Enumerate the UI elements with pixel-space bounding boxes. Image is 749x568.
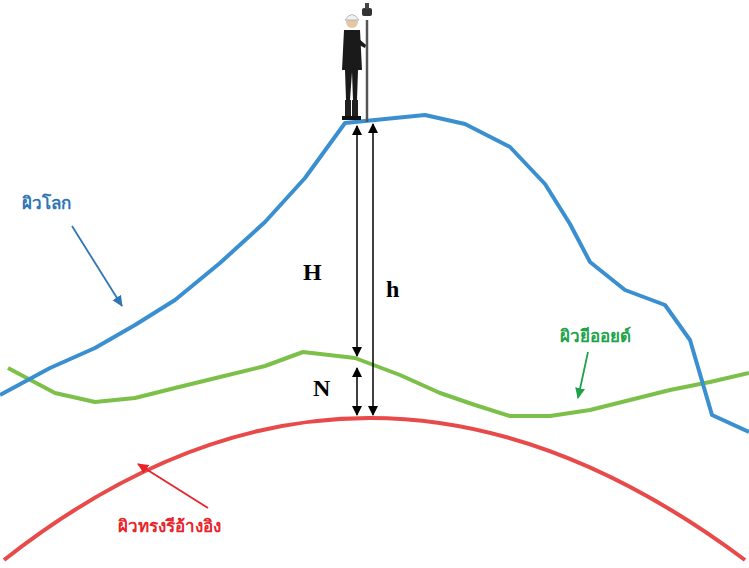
surface-label: ผิวทรงรีอ้างอิง — [118, 516, 221, 536]
ellipsoidal-height-arrow — [372, 124, 374, 415]
leader-arrow — [72, 226, 122, 306]
surface-label: ผิวยีออยด์ — [560, 326, 631, 346]
leader-arrow — [578, 352, 588, 398]
geoid-curve — [8, 352, 749, 416]
geoid-undulation-arrow — [356, 368, 358, 415]
height-symbol: N — [313, 374, 330, 403]
earth-surface-curve — [0, 115, 749, 432]
leader-arrow — [138, 464, 208, 508]
ellipsoid-curve — [4, 418, 745, 560]
surveyor-figure — [342, 3, 372, 122]
height-symbol: h — [386, 275, 399, 304]
height-symbol: H — [303, 258, 322, 287]
orthometric-height-arrow — [356, 126, 358, 356]
surface-label: ผิวโลก — [22, 193, 71, 213]
